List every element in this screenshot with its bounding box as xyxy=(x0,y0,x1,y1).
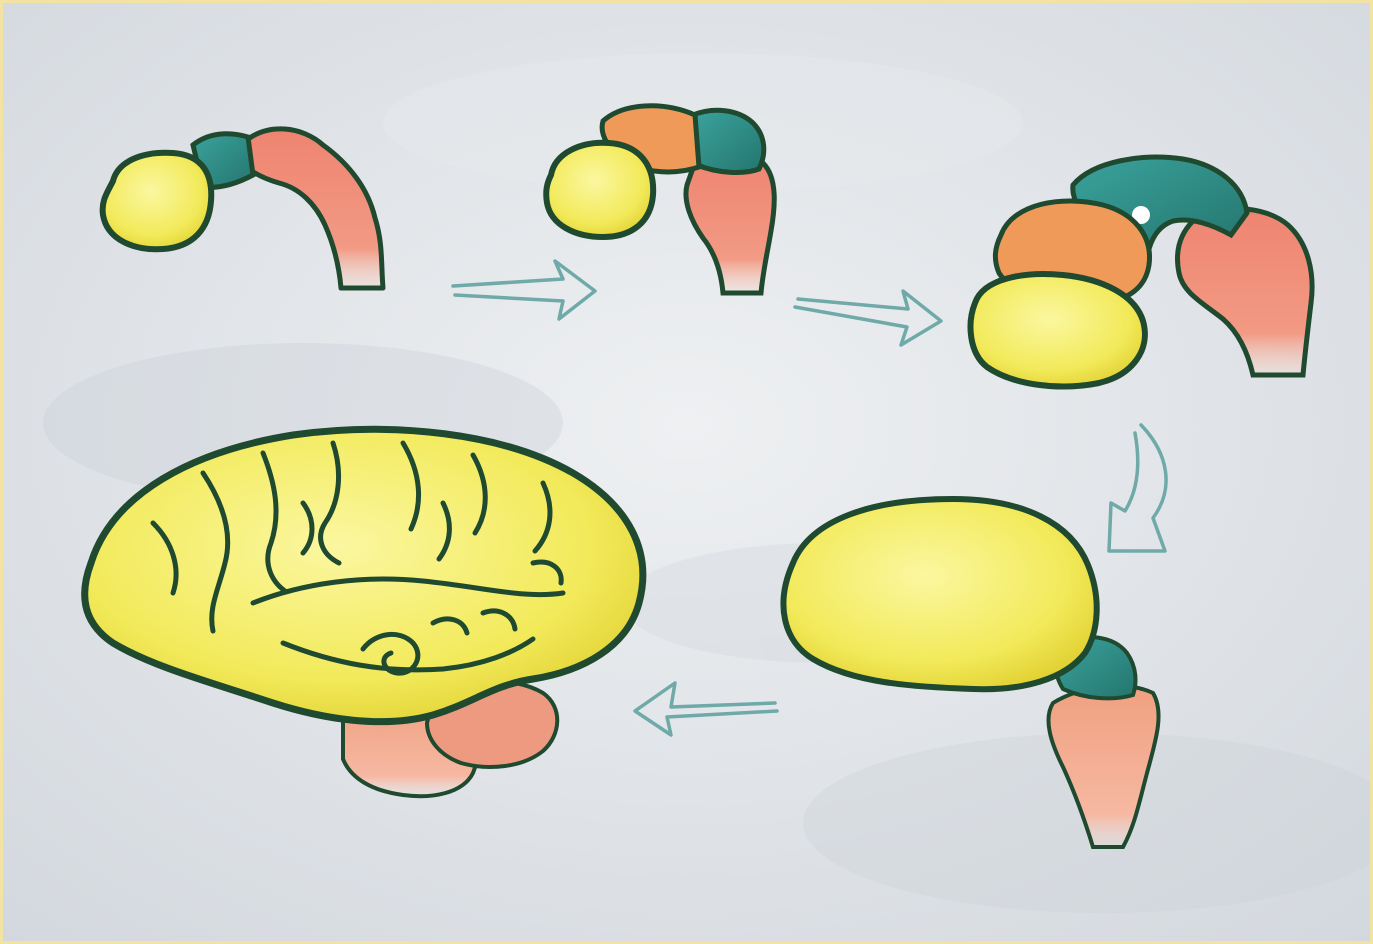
stage-3-forebrain xyxy=(971,274,1145,386)
brain-development-diagram xyxy=(3,3,1370,941)
stage-1-forebrain xyxy=(103,153,212,249)
stage-2-forebrain xyxy=(546,143,653,237)
stage-4-cerebrum xyxy=(783,499,1096,689)
